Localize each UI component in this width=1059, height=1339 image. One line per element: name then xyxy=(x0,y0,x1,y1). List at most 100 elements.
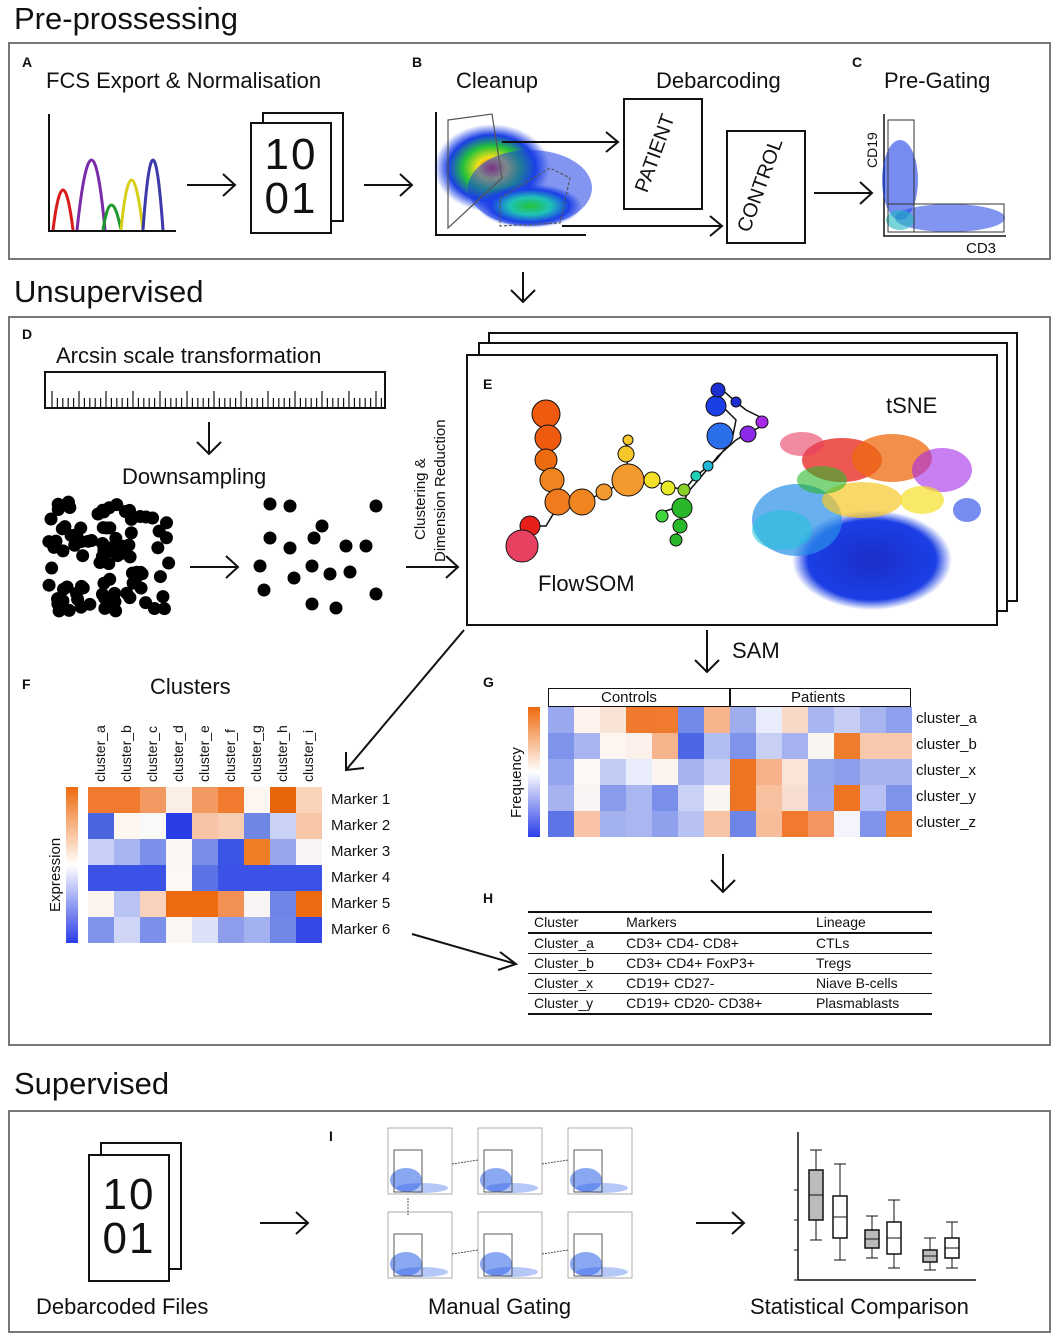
ruler-icon xyxy=(44,371,386,409)
gating-link xyxy=(541,1159,569,1165)
patients-bracket: Patients xyxy=(730,688,911,707)
heatmap-cell xyxy=(782,707,808,733)
heatmap-cell xyxy=(574,759,600,785)
cluster-column-label: cluster_d xyxy=(170,725,186,782)
dense-dot xyxy=(56,594,70,608)
lineage-cell: Tregs xyxy=(815,955,852,971)
sparse-dot xyxy=(305,597,319,611)
heatmap-cell xyxy=(886,811,912,837)
heatmap-cell xyxy=(296,865,322,891)
heatmap-cell xyxy=(296,813,322,839)
control-box: CONTROL xyxy=(726,130,806,244)
heatmap-cell xyxy=(192,839,218,865)
heatmap-cell xyxy=(270,813,296,839)
heatmap-cell xyxy=(574,785,600,811)
heatmap-cell xyxy=(88,917,114,943)
sparse-dot xyxy=(329,601,343,615)
heatmap-cell xyxy=(140,787,166,813)
heatmap-cell xyxy=(140,839,166,865)
heatmap-cell xyxy=(88,839,114,865)
lineage-cell: Niave B-cells xyxy=(815,975,898,991)
boxplot-box xyxy=(808,1149,824,1241)
heatmap-cell xyxy=(704,707,730,733)
sparse-dots-icon xyxy=(253,497,383,615)
lineage-header-cluster: Cluster xyxy=(534,914,579,930)
lineage-cell: CD3+ CD4+ FoxP3+ xyxy=(626,955,755,971)
section-title-unsupervised: Unsupervised xyxy=(14,274,204,309)
flowsom-title: FlowSOM xyxy=(538,571,635,596)
dense-dot xyxy=(139,596,153,610)
heatmap-cell xyxy=(548,759,574,785)
dense-dot xyxy=(157,602,171,616)
binary-top-a: 10 xyxy=(264,130,318,179)
panel-letter-f: F xyxy=(22,676,31,692)
sparse-dot xyxy=(305,559,319,573)
binary-top-i: 10 xyxy=(102,1170,156,1219)
sparse-dot xyxy=(263,531,277,545)
dense-dot xyxy=(152,524,166,538)
heatmap-cell xyxy=(808,811,834,837)
sparse-dot xyxy=(369,499,383,513)
sparse-dot xyxy=(359,539,373,553)
boxplot-chart xyxy=(794,1132,976,1281)
panel-letter-d: D xyxy=(22,326,33,342)
heatmap-cell xyxy=(548,733,574,759)
heatmap-cell xyxy=(860,707,886,733)
sparse-dot xyxy=(287,571,301,585)
heatmap-cell xyxy=(626,733,652,759)
lineage-cell: CD19+ CD20- CD38+ xyxy=(626,995,763,1011)
heatmap-cell xyxy=(678,759,704,785)
heatmap-cell xyxy=(192,813,218,839)
pregating-title: Pre-Gating xyxy=(884,68,991,93)
boxplot-box xyxy=(832,1163,848,1261)
manual-gating-label: Manual Gating xyxy=(428,1294,572,1319)
panel-letter-h: H xyxy=(483,890,494,906)
heatmap-cell xyxy=(730,707,756,733)
patient-label: PATIENT xyxy=(631,111,680,196)
heatmap-cell xyxy=(114,813,140,839)
heatmap-cell xyxy=(860,811,886,837)
heatmap-cell xyxy=(600,707,626,733)
heatmap-cell xyxy=(860,785,886,811)
heatmap-cell xyxy=(652,811,678,837)
heatmap-cell xyxy=(244,865,270,891)
pregating-x-label: CD3 xyxy=(966,240,997,257)
dense-dots-icon xyxy=(42,495,176,618)
controls-label: Controls xyxy=(601,689,657,706)
lineage-cell: Plasmablasts xyxy=(815,995,900,1011)
heatmap-cell xyxy=(626,759,652,785)
sparse-dot xyxy=(315,519,329,533)
dense-dot xyxy=(151,541,165,555)
heatmap-cell xyxy=(808,733,834,759)
expression-colorbar xyxy=(66,787,78,943)
heatmap-cell xyxy=(652,707,678,733)
boxplot-box xyxy=(922,1237,938,1271)
binary-bottom-a: 01 xyxy=(264,174,318,223)
heatmap-cell xyxy=(244,917,270,943)
heatmap-cell xyxy=(730,785,756,811)
gating-link xyxy=(451,1249,479,1255)
marker-row-label: Marker 2 xyxy=(331,817,391,834)
heatmap-cell xyxy=(296,787,322,813)
heatmap-cell xyxy=(140,891,166,917)
heatmap-cell xyxy=(678,733,704,759)
heatmap-cell xyxy=(652,785,678,811)
cluster-column-label: cluster_f xyxy=(222,729,238,782)
heatmap-cell xyxy=(166,865,192,891)
heatmap-cell xyxy=(756,811,782,837)
pregating-scatter xyxy=(882,114,1006,237)
heatmap-cell xyxy=(192,787,218,813)
heatmap-cell xyxy=(834,707,860,733)
heatmap-cell xyxy=(88,813,114,839)
heatmap-cell xyxy=(782,811,808,837)
dense-dot xyxy=(162,556,176,570)
dense-dot xyxy=(99,521,113,535)
tsne-plot xyxy=(752,432,981,610)
clustering-label-2: Dimension Reduction xyxy=(432,419,449,562)
flowsom-tree xyxy=(505,382,769,563)
lineage-cell: Cluster_b xyxy=(534,955,594,971)
heatmap-cell xyxy=(782,733,808,759)
heatmap-cell xyxy=(600,733,626,759)
lineage-cell: Cluster_x xyxy=(534,975,594,991)
